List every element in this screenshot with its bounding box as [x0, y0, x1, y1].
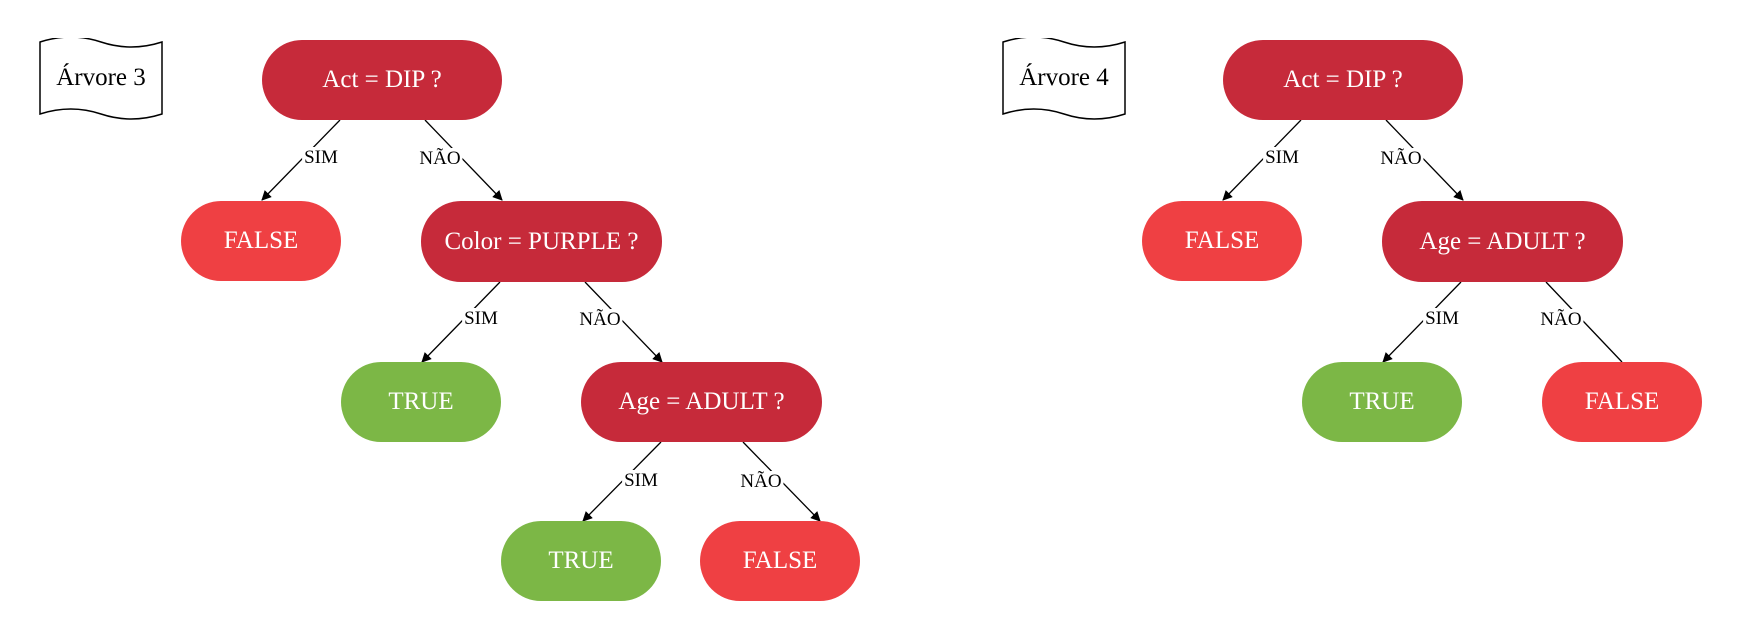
tree-4-edge-label-nao-1: NÃO — [1378, 148, 1424, 170]
edge-t3-color-age — [584, 281, 663, 363]
edge-t3-root-false — [261, 119, 341, 201]
edge-t3-color-true — [421, 281, 501, 363]
edge-t4-root-false — [1222, 119, 1302, 201]
edge-t3-age-true — [582, 441, 662, 522]
tree-4-node-false-1: FALSE — [1142, 201, 1302, 281]
tree-4-title: Árvore 4 — [1019, 64, 1109, 91]
edge-t3-root-color — [424, 119, 503, 201]
tree-4-edge-label-sim-1: SIM — [1263, 147, 1301, 169]
tree-4-edge-label-sim-2: SIM — [1423, 308, 1461, 330]
tree-4-title-flag — [1002, 38, 1126, 120]
tree-3-edge-label-nao-3: NÃO — [738, 471, 784, 493]
tree-3-edge-label-sim-1: SIM — [302, 147, 340, 169]
tree-4-node-age-adult: Age = ADULT ? — [1382, 201, 1623, 282]
tree-3-node-true-1: TRUE — [341, 362, 501, 442]
tree-3-node-false-1: FALSE — [181, 201, 341, 281]
tree-4-edge-label-nao-2: NÃO — [1538, 309, 1584, 331]
tree-3: Árvore 3 Act = DIP ? FALSE Color = PURPL… — [39, 38, 860, 601]
tree-3-node-true-2: TRUE — [501, 521, 661, 601]
tree-4-node-true-1: TRUE — [1302, 362, 1462, 442]
tree-3-edge-label-nao-1: NÃO — [417, 148, 463, 170]
tree-3-edge-label-nao-2: NÃO — [577, 309, 623, 331]
tree-4-node-act-dip: Act = DIP ? — [1223, 40, 1463, 120]
edge-t4-age-false — [1545, 281, 1623, 363]
tree-4-edges — [1222, 119, 1623, 363]
tree-4-node-false-2: FALSE — [1542, 362, 1702, 442]
tree-3-node-age-adult: Age = ADULT ? — [581, 362, 822, 442]
tree-3-node-act-dip: Act = DIP ? — [262, 40, 502, 120]
tree-3-title-flag — [39, 38, 163, 120]
tree-3-node-color-purple: Color = PURPLE ? — [421, 201, 662, 282]
edge-t4-age-true — [1382, 281, 1462, 363]
tree-4: Árvore 4 Act = DIP ? FALSE Age = ADULT ?… — [960, 0, 1740, 640]
edge-t4-root-age — [1385, 119, 1464, 201]
tree-3-edge-label-sim-3: SIM — [622, 470, 660, 492]
tree-3-node-false-2: FALSE — [700, 521, 860, 601]
tree-3-title: Árvore 3 — [56, 64, 146, 91]
tree-3-edge-label-sim-2: SIM — [462, 308, 500, 330]
